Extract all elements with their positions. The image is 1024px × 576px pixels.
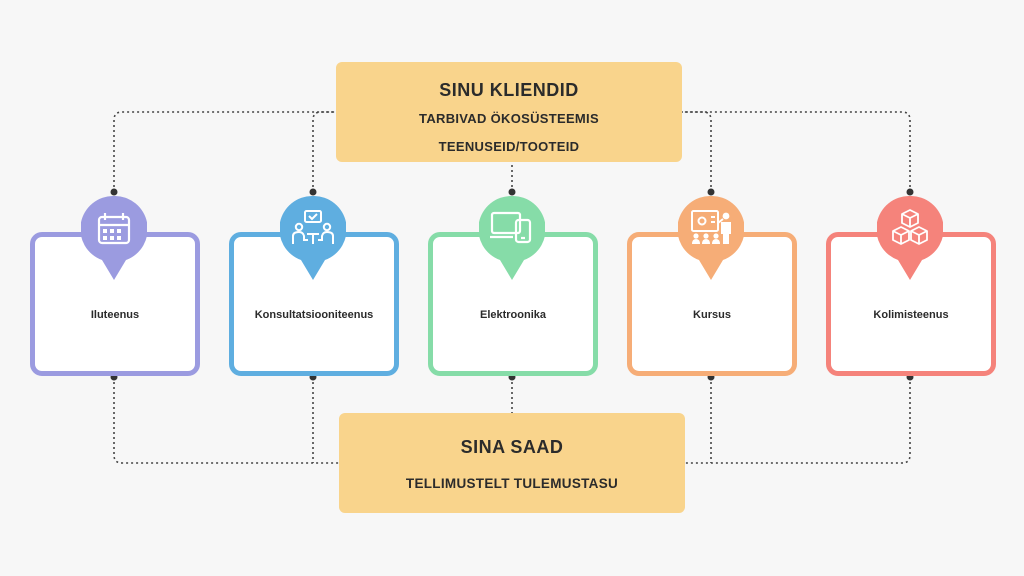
- service-label: Elektroonika: [479, 309, 547, 321]
- bottom-banner-title: SINA SAAD: [460, 437, 564, 457]
- service-label: Konsultatsiooniteenus: [254, 309, 374, 321]
- top-banner-line-2: TEENUSEID/TOOTEID: [438, 139, 580, 154]
- service-label: Kursus: [693, 309, 731, 321]
- bottom-banner-line-1: TELLIMUSTELT TULEMUSTASU: [405, 476, 619, 491]
- bottom-banner: SINA SAAD TELLIMUSTELT TULEMUSTASU: [339, 413, 685, 513]
- presentation-icon: [678, 196, 744, 280]
- top-banner-title: SINU KLIENDID: [439, 80, 579, 100]
- devices-icon: [479, 196, 545, 280]
- service-label: Iluteenus: [90, 309, 140, 321]
- boxes-icon: [877, 196, 943, 280]
- top-banner-line-1: TARBIVAD ÖKOSÜSTEEMIS: [419, 111, 599, 126]
- top-banner: SINU KLIENDID TARBIVAD ÖKOSÜSTEEMIS TEEN…: [336, 62, 682, 162]
- calendar-icon: [81, 196, 147, 280]
- meeting-icon: [280, 196, 346, 280]
- service-label: Kolimisteenus: [873, 309, 949, 321]
